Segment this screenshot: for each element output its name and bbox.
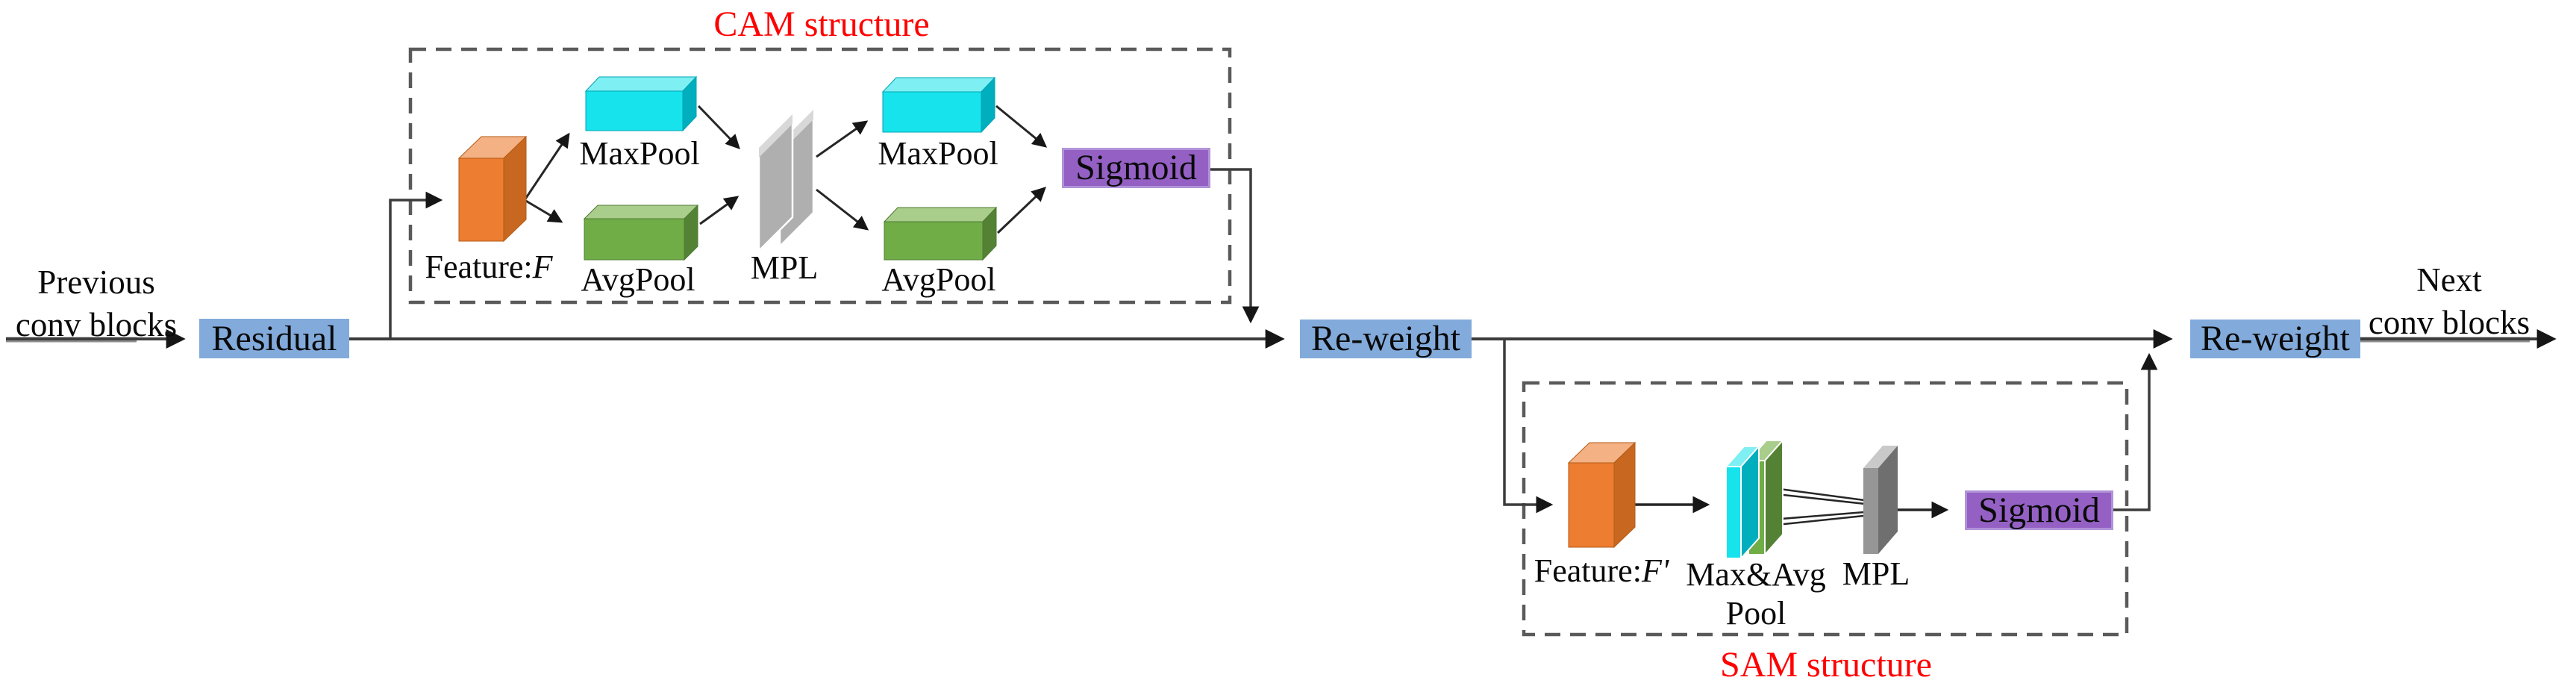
feature-f-prime-cube xyxy=(1567,441,1636,549)
sam-structure-box xyxy=(1522,381,2129,637)
avgpool-cube-1 xyxy=(583,204,699,261)
cam-input-branch xyxy=(389,191,443,339)
feature-f-label: Feature:F xyxy=(425,249,553,285)
next-conv-blocks-label: Next conv blocks xyxy=(2368,261,2530,341)
mpl-label-cam: MPL xyxy=(750,249,819,286)
feature-f-prime-label: Feature:F' xyxy=(1534,552,1669,589)
reweight-node-2: Re-weight xyxy=(2190,320,2360,358)
maxpool-cube-1 xyxy=(584,75,698,132)
sam-structure-title: SAM structure xyxy=(1720,645,1932,685)
mlp-plates-cam xyxy=(757,107,815,254)
sigmoid-node-sam: Sigmoid xyxy=(1965,490,2113,530)
cam-sigmoid-output-line xyxy=(1210,168,1260,324)
cam-internal-arrows xyxy=(523,105,1048,234)
cam-structure-box xyxy=(408,47,1232,305)
maxpool-cube-2 xyxy=(881,76,996,134)
avgpool-cube-2 xyxy=(883,206,998,261)
main-flow-lines xyxy=(6,168,2557,514)
cam-structure-title: CAM structure xyxy=(713,4,930,44)
maxpool-label-1: MaxPool xyxy=(579,135,700,172)
mpl-label-sam: MPL xyxy=(1842,555,1910,592)
sam-input-branch xyxy=(1503,339,1554,514)
sigmoid-node-cam: Sigmoid xyxy=(1062,148,1210,188)
reweight-node-1: Re-weight xyxy=(1300,320,1472,358)
avgpool-label-2: AvgPool xyxy=(881,261,996,298)
max-avg-pool-label: Max&Avg Pool xyxy=(1686,556,1826,632)
sam-sigmoid-output-line xyxy=(2113,352,2158,511)
previous-conv-blocks-label: Previous conv blocks xyxy=(15,264,178,343)
maxpool-label-2: MaxPool xyxy=(878,135,998,172)
feature-f-cube xyxy=(457,135,528,243)
max-avg-pool-plates xyxy=(1724,438,1785,561)
avgpool-label-1: AvgPool xyxy=(581,261,695,298)
mlp-plate-sam xyxy=(1863,446,1898,554)
residual-node: Residual xyxy=(199,319,349,358)
